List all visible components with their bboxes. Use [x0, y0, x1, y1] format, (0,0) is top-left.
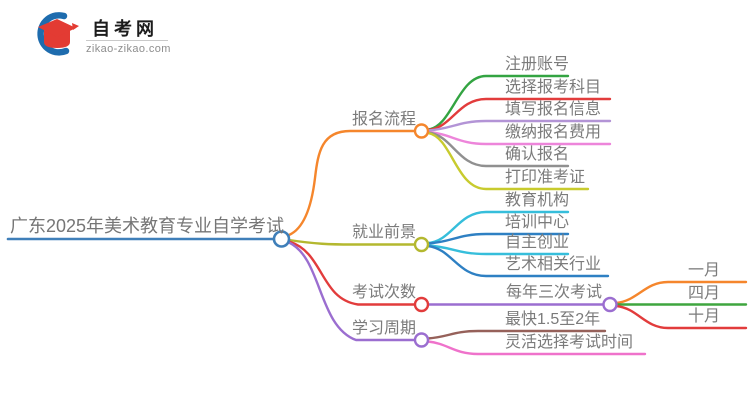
branch-line-art-related-industry — [426, 244, 610, 278]
topic-january[interactable]: 一月 — [688, 262, 721, 279]
node-circle-career-prospects[interactable] — [413, 236, 430, 253]
branch-line-career-prospects — [287, 238, 417, 246]
topic-exam-frequency[interactable]: 考试次数 — [352, 284, 417, 301]
node-circle-three-exams-per-year[interactable] — [602, 296, 618, 313]
topic-self-employment[interactable]: 自主创业 — [505, 234, 570, 251]
topic-art-related-industry[interactable]: 艺术相关行业 — [505, 256, 602, 273]
topic-confirm-registration[interactable]: 确认报名 — [505, 146, 570, 163]
branch-line-education-institution — [426, 210, 570, 245]
branch-line-confirm-registration — [426, 131, 570, 168]
topic-register-account[interactable]: 注册账号 — [505, 56, 570, 73]
topic-registration-process[interactable]: 报名流程 — [352, 111, 417, 128]
logo-title: 自考网 — [92, 19, 158, 39]
topic-fill-info[interactable]: 填写报名信息 — [505, 101, 602, 118]
topic-education-institution[interactable]: 教育机构 — [505, 192, 570, 209]
logo-domain: zikao-zikao.com — [86, 43, 171, 55]
logo-divider — [86, 40, 168, 41]
logo-icon — [37, 12, 79, 56]
branch-line-registration-process — [287, 129, 417, 237]
topic-choose-subjects[interactable]: 选择报考科目 — [505, 79, 602, 96]
logo-crescent-shape — [37, 12, 70, 56]
topic-october[interactable]: 十月 — [688, 308, 721, 325]
branch-line-fill-info — [426, 119, 612, 132]
node-circle-study-period[interactable] — [413, 332, 430, 348]
node-circle-exam-frequency[interactable] — [413, 296, 430, 313]
topic-april[interactable]: 四月 — [688, 285, 721, 302]
topic-training-center[interactable]: 培训中心 — [505, 214, 570, 231]
branch-line-training-center — [426, 232, 570, 245]
topic-fastest-duration[interactable]: 最快1.5至2年 — [505, 311, 601, 328]
branch-line-fastest-duration — [426, 329, 607, 340]
branch-line-choose-subjects — [426, 97, 612, 132]
topic-study-period[interactable]: 学习周期 — [352, 320, 417, 337]
topic-print-admission-ticket[interactable]: 打印准考证 — [505, 169, 586, 186]
topic-pay-fee[interactable]: 缴纳报名费用 — [505, 124, 602, 141]
branch-line-study-period — [287, 241, 417, 342]
node-circle-registration-process[interactable] — [413, 123, 430, 139]
topic-career-prospects[interactable]: 就业前景 — [352, 224, 417, 241]
branch-line-print-admission-ticket — [426, 131, 590, 191]
site-logo[interactable]: 自考网 zikao-zikao.com — [28, 9, 178, 59]
logo-arrow-shape — [72, 23, 79, 30]
topic-flexible-exam-time[interactable]: 灵活选择考试时间 — [505, 334, 634, 351]
branch-line-exam-frequency — [287, 240, 417, 306]
branch-line-self-employment — [426, 244, 570, 256]
central-topic-label[interactable]: 广东2025年美术教育专业自学考试 — [10, 216, 285, 236]
branch-line-register-account — [426, 74, 570, 131]
logo-mortarboard-shape — [38, 19, 76, 37]
central-node-circle[interactable] — [272, 230, 291, 248]
topic-three-exams-per-year[interactable]: 每年三次考试 — [506, 284, 603, 301]
branch-line-october — [615, 304, 748, 330]
branch-line-flexible-exam-time — [426, 340, 647, 356]
branch-line-january — [615, 280, 748, 305]
